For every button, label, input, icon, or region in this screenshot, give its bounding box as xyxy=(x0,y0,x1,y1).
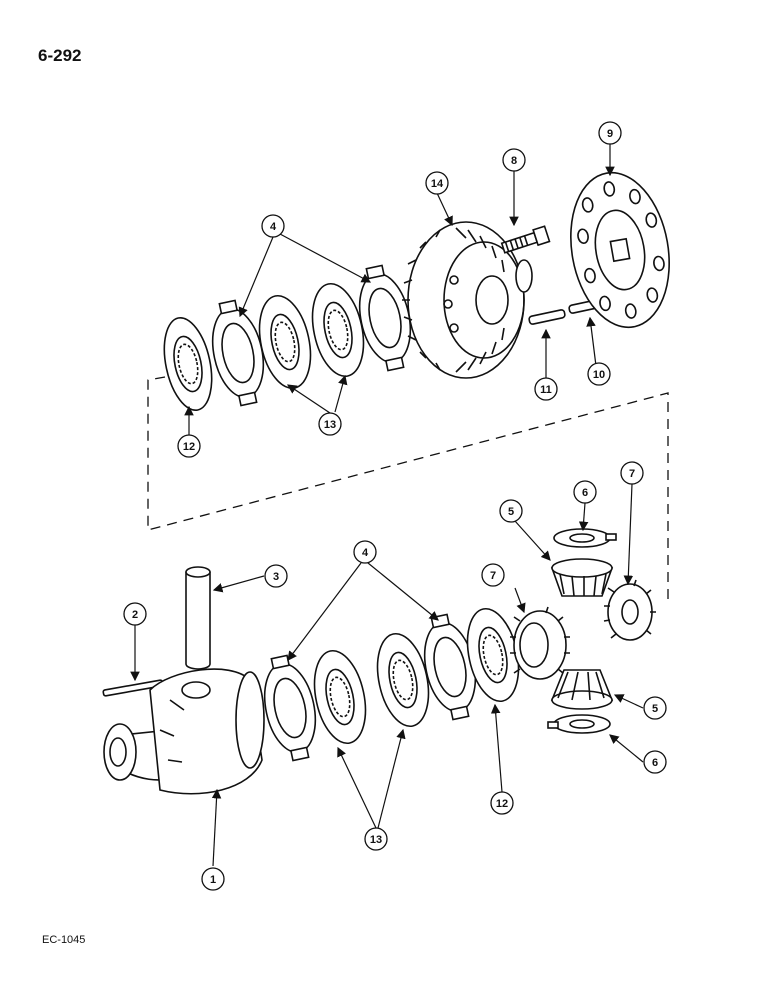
friction-disc-13-lower-right xyxy=(376,632,430,728)
thrust-washer-lower xyxy=(547,714,611,734)
svg-text:4: 4 xyxy=(270,221,277,233)
callout-4-lower: 4 xyxy=(353,540,377,564)
pinion-gear-upper xyxy=(550,558,614,597)
callout-12-lower: 12 xyxy=(490,791,514,815)
page-number: 6-292 xyxy=(38,46,82,65)
cross-shaft xyxy=(185,566,211,670)
svg-text:6: 6 xyxy=(652,757,658,769)
svg-text:14: 14 xyxy=(431,178,444,190)
callout-14: 14 xyxy=(425,171,449,195)
svg-text:11: 11 xyxy=(540,384,552,396)
svg-text:6: 6 xyxy=(582,487,588,499)
bolt xyxy=(500,225,551,254)
callout-1: 1 xyxy=(201,867,225,891)
callout-9: 9 xyxy=(598,121,622,145)
friction-disc-13-lower-left xyxy=(313,649,367,745)
crown-gear xyxy=(402,221,533,379)
thrust-washer-upper xyxy=(553,528,617,548)
differential-case xyxy=(103,668,265,795)
callout-2: 2 xyxy=(123,602,147,626)
callout-13-upper: 13 xyxy=(318,412,342,436)
svg-text:7: 7 xyxy=(629,468,635,480)
friction-disc-upper xyxy=(163,317,213,411)
callout-10: 10 xyxy=(587,362,611,386)
pin-11 xyxy=(528,309,566,325)
callout-11: 11 xyxy=(534,377,558,401)
separator-plate-upper-left xyxy=(211,299,265,407)
svg-text:3: 3 xyxy=(273,571,279,583)
callouts: 1 2 3 4 4 5 5 6 6 7 7 8 9 10 11 12 12 13… xyxy=(123,121,667,891)
pinion-gear-lower xyxy=(550,669,614,710)
callout-6-lower: 6 xyxy=(643,750,667,774)
svg-text:13: 13 xyxy=(370,834,382,846)
friction-disc-13-upper-right xyxy=(311,282,365,378)
callout-4-upper: 4 xyxy=(261,214,285,238)
svg-text:4: 4 xyxy=(362,547,369,559)
side-gear-upper xyxy=(603,579,656,641)
svg-text:7: 7 xyxy=(490,570,496,582)
callout-7-lower: 7 xyxy=(481,563,505,587)
svg-text:12: 12 xyxy=(183,441,195,453)
callout-13-lower: 13 xyxy=(364,827,388,851)
lock-plate xyxy=(570,171,670,329)
callout-5-upper: 5 xyxy=(499,499,523,523)
svg-text:9: 9 xyxy=(607,128,613,140)
callout-7-upper: 7 xyxy=(620,461,644,485)
svg-text:12: 12 xyxy=(496,798,508,810)
svg-text:1: 1 xyxy=(210,874,216,886)
callout-3: 3 xyxy=(264,564,288,588)
separator-plate-lower-left xyxy=(263,654,317,762)
callout-6-upper: 6 xyxy=(573,480,597,504)
side-gear-lower xyxy=(510,606,570,680)
callout-5-lower: 5 xyxy=(643,696,667,720)
figure-code: EC-1045 xyxy=(42,934,86,946)
leader-lines xyxy=(130,144,644,867)
svg-text:10: 10 xyxy=(593,369,605,381)
callout-12-upper: 12 xyxy=(177,434,201,458)
callout-8: 8 xyxy=(502,148,526,172)
svg-text:5: 5 xyxy=(652,703,658,715)
svg-text:2: 2 xyxy=(132,609,138,621)
svg-text:13: 13 xyxy=(324,419,336,431)
svg-text:8: 8 xyxy=(511,155,517,167)
svg-text:5: 5 xyxy=(508,506,514,518)
